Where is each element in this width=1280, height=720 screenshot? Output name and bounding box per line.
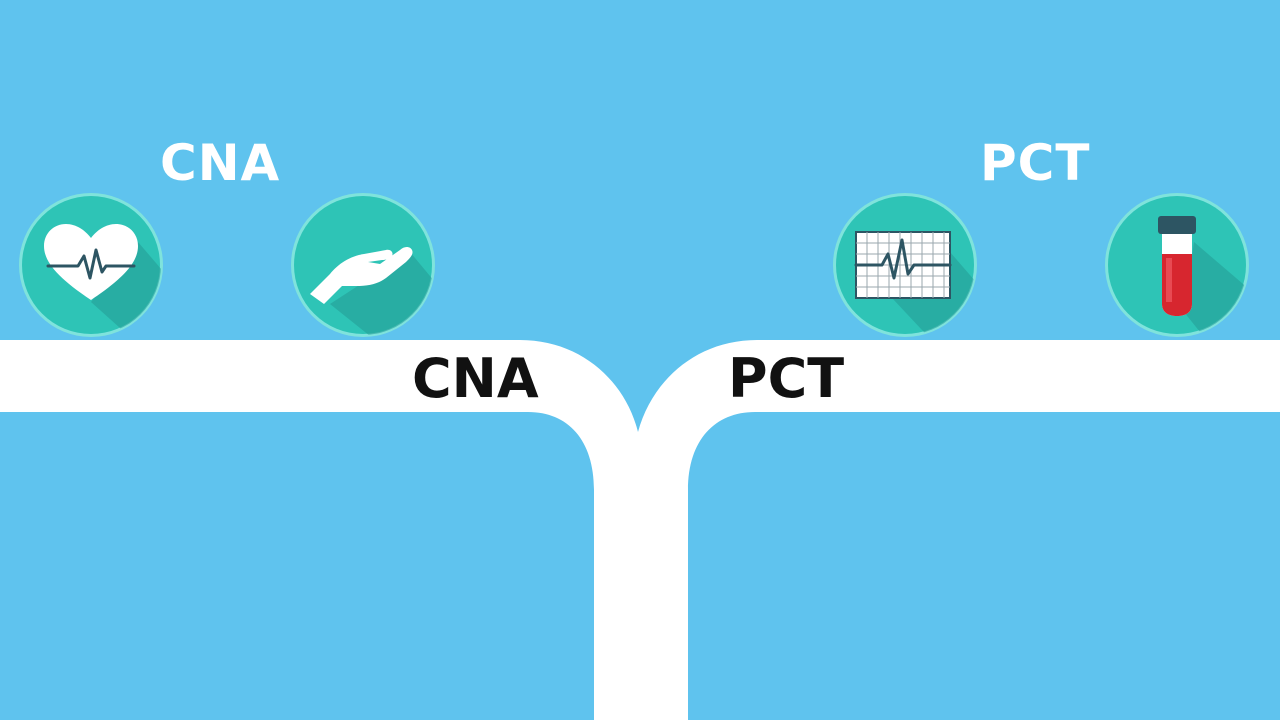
ekg-monitor-icon (832, 192, 978, 338)
pct-road-label: PCT (728, 347, 845, 410)
pct-heading: PCT (980, 134, 1091, 192)
heart-rate-icon (18, 192, 164, 338)
blood-tube-icon (1104, 192, 1250, 338)
road-shape (0, 340, 1280, 720)
cna-road-label: CNA (412, 347, 539, 410)
cna-heading: CNA (160, 134, 281, 192)
caring-hand-icon (290, 192, 436, 338)
